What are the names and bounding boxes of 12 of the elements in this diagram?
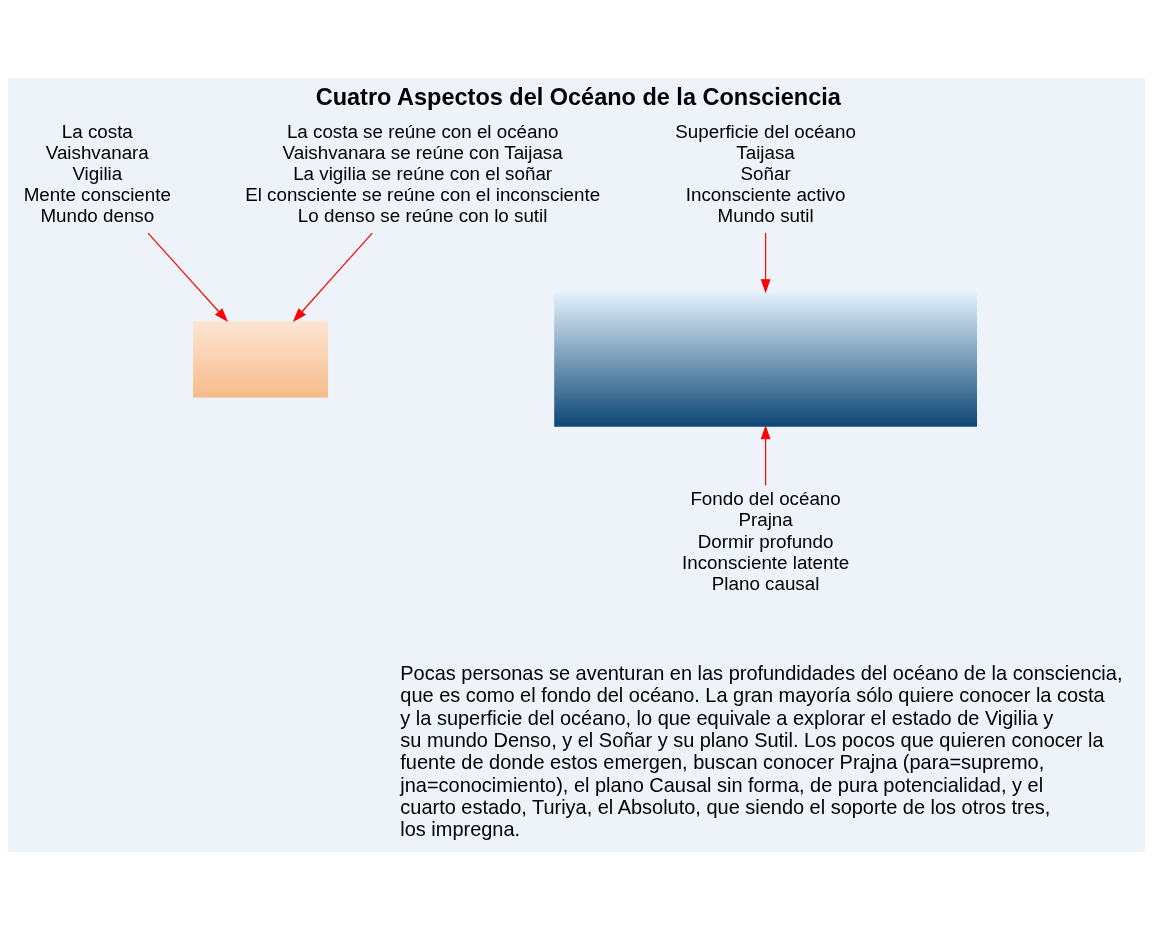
node-box — [193, 320, 329, 397]
arrow — [292, 232, 373, 322]
arrow — [760, 232, 771, 293]
node-text: Fondo del océano Prajna Dormir profundo Inconsciente latente Plano causal — [682, 487, 850, 594]
diagram-title: Cuatro Aspectos del Océano de la Consciencia — [315, 83, 841, 110]
node-text: La costa se reúne con el océano Vaishvanara se reúne con Taijasa La vigilia se reúne con el soñar El consciente se reúne con el inconsciente Lo denso se reúne con lo sutil — [245, 120, 601, 226]
node-text: Superficie del océano Taijasa Soñar Inconsciente activo Mundo sutil — [675, 120, 856, 226]
arrow — [147, 232, 229, 322]
node-box — [554, 291, 977, 427]
arrow — [760, 424, 771, 486]
node-text: La costa Vaishvanara Vigilia Mente consciente Mundo denso — [23, 120, 171, 226]
caption: Pocas personas se aventuran en las profundidades del océano de la consciencia, que es como el fondo del océano. La gran mayoría sólo quiere conocer la costa y la superficie del océano, lo que equivale a explorar el estado de Vigilia y su mundo Denso, y el Soñar y su plano Sutil. Los pocos que quieren conocer la fuente de donde estos emergen, buscan conocer Prajna (para=supremo, jna=conocimiento), el plano Causal sin forma, de pura potencialidad, y el cuarto estado, Turiya, el Absoluto, que siendo el soporte de los otros tres, los impregna. — [400, 661, 1123, 840]
